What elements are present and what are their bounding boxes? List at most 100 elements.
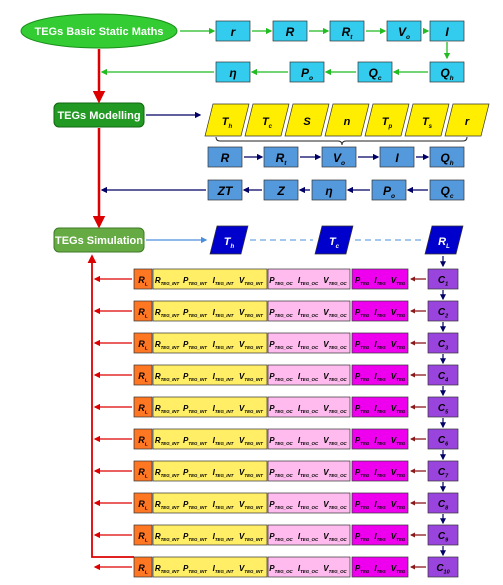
row-teg-label: VTEG (391, 276, 406, 286)
case-label: C6 (438, 435, 449, 448)
row-rl-box (133, 524, 153, 546)
modelling-param (284, 103, 330, 137)
row-teg-label: VTEG (391, 532, 406, 542)
modelling-param-label: Tc (262, 116, 273, 130)
row-teg-block (351, 556, 409, 578)
row-rl-label: RL (138, 563, 148, 575)
row-teg-label: ITEG (374, 532, 386, 542)
row-rl-box (133, 428, 153, 450)
row-teg-label: VTEG (391, 436, 406, 446)
case-box (427, 556, 459, 578)
case-label: C9 (438, 531, 449, 544)
row-teg-label: VTEG (391, 308, 406, 318)
param-brace (215, 136, 468, 146)
row-int-label: PTEG_INT (183, 340, 207, 350)
case-label: C5 (438, 403, 449, 416)
maths-row1-box (215, 20, 251, 42)
row-oc-label: PTEG_OC (269, 372, 293, 382)
row-rl-box (133, 268, 153, 290)
row-int-label: RTEG_INT (155, 308, 180, 318)
simulation-param-label: RL (438, 236, 450, 250)
modelling-row2-box (429, 179, 465, 201)
row-int-label: PTEG_INT (183, 532, 207, 542)
row-int-label: PTEG_INT (183, 500, 207, 510)
row-int-label: VTEG_INT (239, 436, 263, 446)
row-rl-label: RL (138, 371, 148, 383)
row-teg-block (351, 428, 409, 450)
modelling-row2-label: Po (383, 184, 395, 200)
row-int-label: RTEG_INT (155, 500, 180, 510)
row-int-label: ITEG_INT (213, 532, 234, 542)
modelling-row1-box (429, 146, 465, 168)
row-int-label: RTEG_INT (155, 340, 180, 350)
maths-row2-box (429, 61, 465, 83)
row-oc-label: VTEG_OC (323, 372, 347, 382)
row-int-label: VTEG_INT (239, 276, 263, 286)
row-teg-label: ITEG (374, 308, 386, 318)
modelling-param (444, 103, 490, 137)
row-teg-label: VTEG (391, 404, 406, 414)
row-oc-block (267, 396, 351, 418)
row-teg-label: PTEG (355, 276, 370, 286)
maths-row1-box (386, 20, 422, 42)
row-oc-block (267, 492, 351, 514)
row-oc-label: PTEG_OC (269, 404, 293, 414)
case-label: C2 (438, 307, 448, 320)
row-teg-label: VTEG (391, 564, 406, 574)
case-label: C3 (438, 339, 448, 352)
row-teg-label: ITEG (374, 404, 386, 414)
row-int-label: RTEG_INT (155, 276, 180, 286)
case-box (427, 460, 459, 482)
modelling-row2-box (371, 179, 407, 201)
row-teg-label: ITEG (374, 468, 386, 478)
row-oc-label: PTEG_OC (269, 500, 293, 510)
case-label: C10 (436, 563, 449, 576)
row-oc-label: ITEG_OC (298, 340, 319, 350)
maths-row2-label: Po (301, 66, 313, 82)
simulation-param-label: Th (224, 236, 235, 250)
maths-row2-box (357, 61, 393, 83)
modelling-row2-label: Qc (440, 184, 453, 200)
row-int-label: RTEG_INT (155, 436, 180, 446)
case-box (427, 396, 459, 418)
case-label: C7 (438, 467, 449, 480)
row-int-label: VTEG_INT (239, 532, 263, 542)
row-int-block (152, 332, 268, 354)
row-rl-label: RL (138, 467, 148, 479)
row-int-label: ITEG_INT (213, 468, 234, 478)
row-rl-box (133, 492, 153, 514)
row-int-block (152, 556, 268, 578)
row-teg-label: ITEG (374, 564, 386, 574)
row-oc-label: VTEG_OC (323, 340, 347, 350)
row-int-label: ITEG_INT (213, 404, 234, 414)
row-rl-box (133, 460, 153, 482)
row-teg-label: VTEG (391, 340, 406, 350)
case-label: C4 (438, 371, 448, 384)
row-oc-label: PTEG_OC (269, 532, 293, 542)
row-int-label: VTEG_INT (239, 468, 263, 478)
row-oc-label: PTEG_OC (269, 340, 293, 350)
modelling-row1-label: Rt (276, 151, 288, 167)
maths-row1-label: I (445, 25, 449, 39)
modelling-row2-label: ZT (217, 184, 234, 198)
row-rl-box (133, 332, 153, 354)
row-int-label: VTEG_INT (239, 372, 263, 382)
row-oc-block (267, 300, 351, 322)
modelling-param-label: Tp (382, 116, 393, 130)
row-oc-label: PTEG_OC (269, 308, 293, 318)
case-box (427, 268, 459, 290)
modelling-row1-box (321, 146, 357, 168)
row-oc-label: VTEG_OC (323, 436, 347, 446)
row-teg-label: PTEG (355, 372, 370, 382)
maths-row1-label: R (286, 25, 295, 39)
row-teg-label: PTEG (355, 308, 370, 318)
row-int-label: RTEG_INT (155, 532, 180, 542)
simulation-param (209, 225, 249, 255)
modelling-row2-label: Z (276, 184, 285, 198)
modelling-param-label: S (303, 116, 311, 128)
row-oc-block (267, 268, 351, 290)
row-oc-label: PTEG_OC (269, 276, 293, 286)
row-oc-label: ITEG_OC (298, 404, 319, 414)
modelling-row1-label: I (395, 151, 399, 165)
row-int-label: ITEG_INT (213, 372, 234, 382)
